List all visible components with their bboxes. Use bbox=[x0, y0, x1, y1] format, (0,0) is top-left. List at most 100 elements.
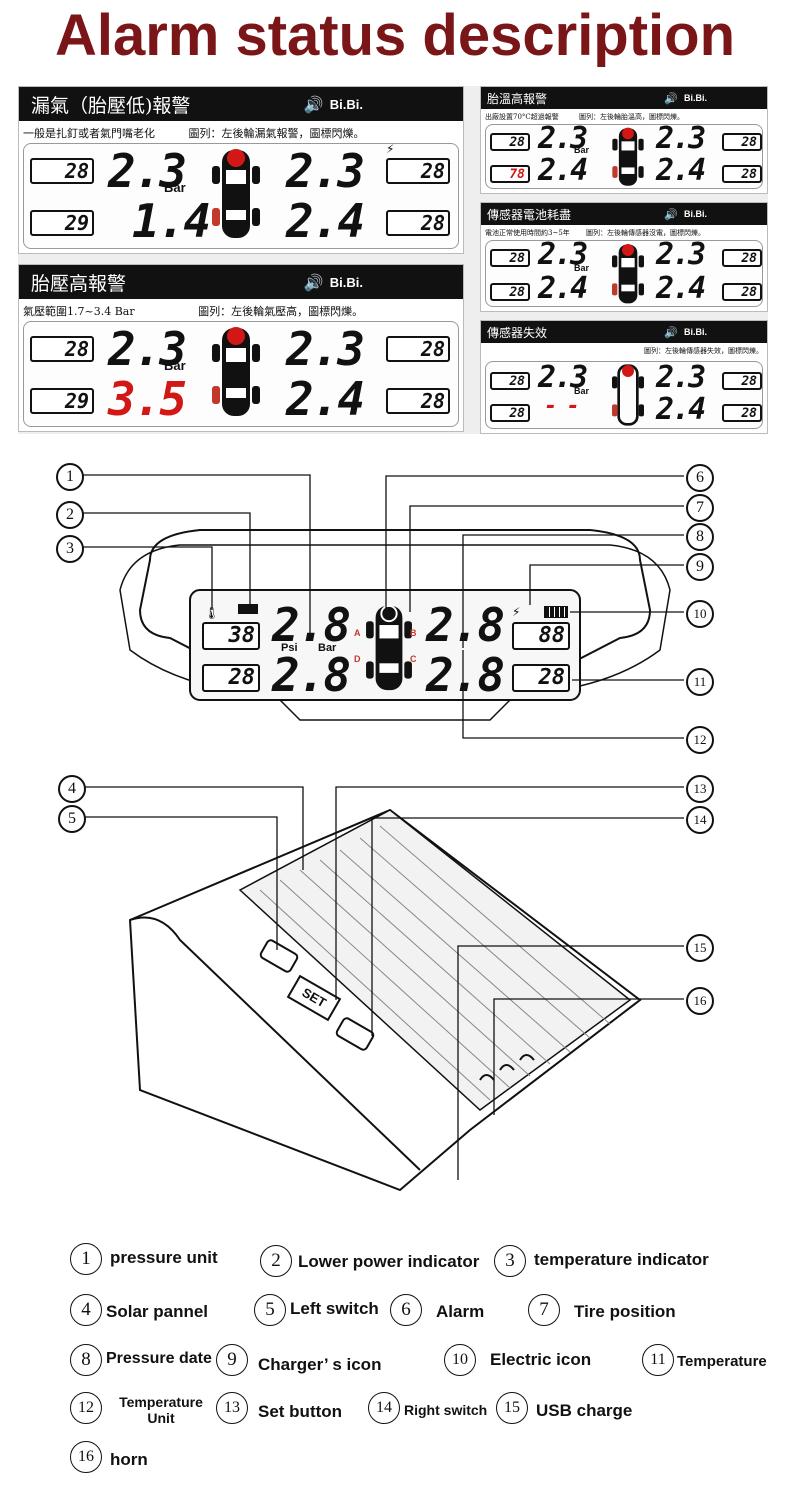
temp-note-left: 出廠設置70°C超過報警 bbox=[485, 113, 559, 121]
unit-label: Bar bbox=[574, 145, 590, 155]
device-temp-right-bottom: 28 bbox=[512, 664, 570, 692]
battery-level-icon bbox=[544, 606, 568, 618]
bibi-label: Bi.Bi. bbox=[683, 327, 707, 337]
leak-note-right: 圖列：左後輪漏氣報警，圖標閃爍。 bbox=[188, 127, 365, 140]
temp-box-rr: 28 bbox=[722, 165, 762, 183]
temp-box-fl: 28 bbox=[490, 249, 530, 267]
pressure-rl: 2.4 bbox=[538, 271, 588, 306]
temp-note-right: 圖列：左後輪胎溫高，圖標閃爍。 bbox=[579, 113, 684, 121]
pressure-rl-alarm: 3.5 bbox=[108, 372, 187, 426]
legend-num-16: 16 bbox=[70, 1441, 102, 1473]
temp-box-rr: 28 bbox=[722, 404, 762, 422]
legend-label-14: Right switch bbox=[404, 1402, 488, 1418]
battery-alarm-panel: 傳感器電池耗盡 🔊 Bi.Bi. 電池正常使用時間約3~5年 圖列：左後輪傳感器… bbox=[480, 202, 768, 312]
battery-note-left: 電池正常使用時間約3~5年 bbox=[485, 229, 570, 237]
callout-8: 8 bbox=[686, 523, 714, 551]
legend-num-11: 11 bbox=[642, 1344, 674, 1376]
temp-box-fr: 28 bbox=[386, 158, 450, 184]
tire-letter-b: B bbox=[410, 628, 417, 638]
temp-alarm-title: 胎溫高報警 bbox=[487, 91, 548, 106]
temp-box-fr: 28 bbox=[386, 336, 450, 362]
speaker-icon: 🔊 bbox=[664, 325, 678, 339]
leak-note-left: 一般是扎釘或者氣門嘴老化 bbox=[23, 127, 155, 140]
callout-16: 16 bbox=[686, 987, 714, 1015]
speaker-icon: 🔊 bbox=[664, 207, 678, 221]
device-bar-label: Bar bbox=[318, 642, 337, 654]
temp-box-rr: 28 bbox=[722, 283, 762, 301]
car-icon bbox=[612, 364, 644, 426]
temp-alarm-panel: 胎溫高報警 🔊 Bi.Bi. 出廠設置70°C超過報警 圖列：左後輪胎溫高，圖標… bbox=[480, 86, 768, 194]
pressure-fl: 2.3 bbox=[538, 237, 588, 272]
leak-alarm-panel: 漏氣（胎壓低)報警 🔊 Bi.Bi. 一般是扎釘或者氣門嘴老化 圖列：左後輪漏氣… bbox=[18, 86, 464, 254]
pressure-fr: 2.3 bbox=[656, 121, 706, 156]
battery-alarm-header: 傳感器電池耗盡 🔊 Bi.Bi. bbox=[481, 203, 767, 225]
legend-label-12: Temperature Unit bbox=[119, 1394, 203, 1426]
legend-label-7: Tire position bbox=[574, 1302, 676, 1321]
temp-box-rl: 29 bbox=[30, 388, 94, 414]
legend-num-6: 6 bbox=[390, 1294, 422, 1326]
unit-label: Bar bbox=[574, 263, 590, 273]
bibi-label: Bi.Bi. bbox=[329, 274, 363, 290]
legend-num-5: 5 bbox=[254, 1294, 286, 1326]
battery-note-right: 圖列：左後輪傳感器沒電，圖標閃爍。 bbox=[586, 229, 706, 237]
legend-label-1: pressure unit bbox=[110, 1248, 218, 1267]
temp-box-fl: 28 bbox=[30, 336, 94, 362]
legend-label-16: horn bbox=[110, 1450, 148, 1469]
pressure-fr: 2.3 bbox=[286, 322, 365, 376]
bibi-label: Bi.Bi. bbox=[329, 96, 363, 112]
device-solar-illustration bbox=[128, 808, 642, 1192]
callout-12: 12 bbox=[686, 726, 714, 754]
legend-num-13: 13 bbox=[216, 1392, 248, 1424]
pressure-fr: 2.3 bbox=[656, 360, 706, 395]
tire-letter-d: D bbox=[354, 654, 361, 664]
temp-box-fr: 28 bbox=[722, 249, 762, 267]
speaker-icon: 🔊 bbox=[303, 94, 324, 114]
car-icon bbox=[612, 127, 644, 186]
tire-letter-c: C bbox=[410, 654, 417, 664]
legend-num-12: 12 bbox=[70, 1392, 102, 1424]
car-icon bbox=[612, 244, 644, 304]
legend-label-5: Left switch bbox=[290, 1299, 379, 1318]
callout-6: 6 bbox=[686, 464, 714, 492]
failure-note-right: 圖列：左後輪傳感器失效，圖標閃爍。 bbox=[644, 347, 763, 355]
legend-num-4: 4 bbox=[70, 1294, 102, 1326]
speaker-icon: 🔊 bbox=[303, 272, 324, 292]
callout-2: 2 bbox=[56, 501, 84, 529]
alarm-panels: 漏氣（胎壓低)報警 🔊 Bi.Bi. 一般是扎釘或者氣門嘴老化 圖列：左後輪漏氣… bbox=[18, 86, 768, 434]
legend-num-3: 3 bbox=[494, 1245, 526, 1277]
pressure-rr: 2.4 bbox=[286, 372, 365, 426]
legend-num-9: 9 bbox=[216, 1344, 248, 1376]
charger-icon: ⚡ bbox=[386, 142, 395, 156]
temp-lcd: 28 78 28 28 2.3 2.4 2.3 2.4 Bar bbox=[485, 121, 763, 189]
page-title: Alarm status description bbox=[54, 3, 736, 68]
callout-3: 3 bbox=[56, 535, 84, 563]
pressure-fl: 2.3 bbox=[538, 121, 588, 156]
device-pressure-fr: 2.8 bbox=[426, 598, 505, 652]
high-note-right: 圖列：左後輪氣壓高，圖標閃爍。 bbox=[198, 305, 364, 318]
right-switch-button[interactable] bbox=[335, 1017, 375, 1051]
battery-lcd: 28 28 28 28 2.3 2.4 2.3 2.4 Bar bbox=[485, 237, 763, 307]
temp-box-fr: 28 bbox=[722, 133, 762, 151]
unit-label: Bar bbox=[164, 180, 186, 195]
car-icon bbox=[212, 327, 260, 416]
sensor-failure-title: 傳感器失效 bbox=[487, 325, 548, 340]
legend-label-8: Pressure date bbox=[106, 1350, 212, 1367]
callout-1: 1 bbox=[56, 463, 84, 491]
legend-label-10: Electric icon bbox=[490, 1350, 592, 1369]
pressure-rr: 2.4 bbox=[656, 271, 706, 306]
temp-box-rl: 28 bbox=[490, 283, 530, 301]
legend-label-4: Solar pannel bbox=[106, 1302, 209, 1321]
left-switch-button[interactable] bbox=[259, 939, 299, 973]
temp-box-rl-alarm: 78 bbox=[490, 165, 530, 183]
temp-alarm-header: 胎溫高報警 🔊 Bi.Bi. bbox=[481, 87, 767, 109]
legend-label-6: Alarm bbox=[436, 1302, 485, 1321]
device-pressure-rr: 2.8 bbox=[426, 648, 505, 702]
leak-alarm-header: 漏氣（胎壓低)報警 🔊 Bi.Bi. bbox=[19, 87, 463, 121]
tire-letter-a: A bbox=[354, 628, 361, 638]
callout-13: 13 bbox=[686, 775, 714, 803]
device-temp-left-bottom: 28 bbox=[202, 664, 260, 692]
device-car-icon bbox=[366, 604, 412, 691]
pressure-fr: 2.3 bbox=[286, 144, 365, 198]
pressure-rl: 1.4 bbox=[132, 194, 211, 248]
